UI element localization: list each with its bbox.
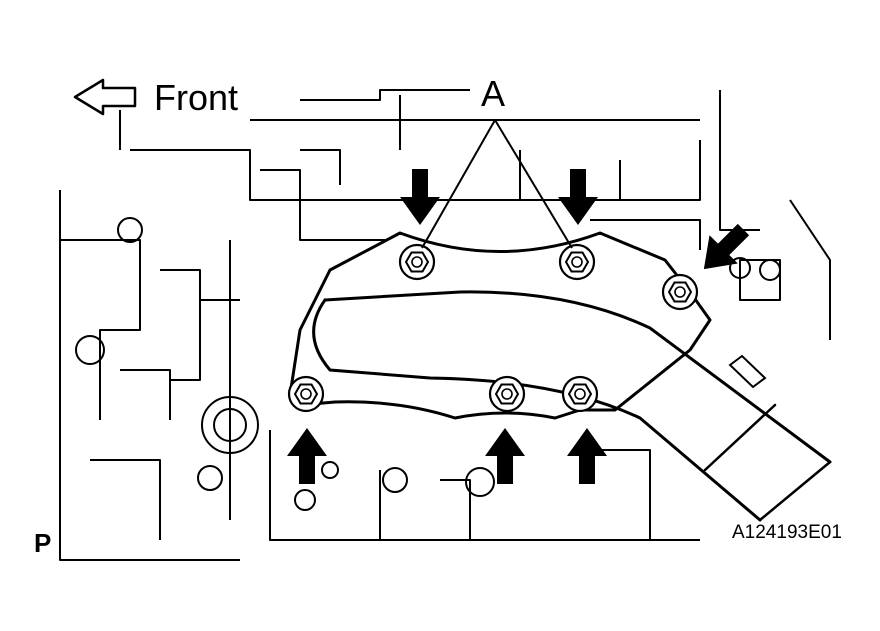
callout-label-a: A bbox=[481, 73, 506, 114]
bolt-icon bbox=[398, 243, 436, 281]
bolt-icon bbox=[661, 273, 699, 311]
bolt-icon bbox=[561, 375, 599, 413]
manifold-flange bbox=[288, 231, 712, 420]
bolt-icon bbox=[558, 243, 596, 281]
pointer-arrow-icon bbox=[485, 428, 525, 484]
engine-background-linework bbox=[59, 89, 831, 561]
pointer-arrow-icon bbox=[400, 169, 440, 225]
figure-id: A124193E01 bbox=[732, 522, 842, 543]
bolt-icon bbox=[488, 375, 526, 413]
pointer-arrow-icon bbox=[558, 169, 598, 225]
bolt-icon bbox=[287, 375, 325, 413]
pointer-arrow-icon bbox=[287, 428, 327, 484]
front-direction-arrow-icon bbox=[73, 78, 137, 116]
pointer-arrow-icon bbox=[567, 428, 607, 484]
callout-leader-lines bbox=[421, 119, 573, 249]
front-direction-label: Front bbox=[154, 77, 239, 118]
manifold-pipe bbox=[312, 290, 832, 522]
corner-mark: P bbox=[34, 528, 52, 558]
